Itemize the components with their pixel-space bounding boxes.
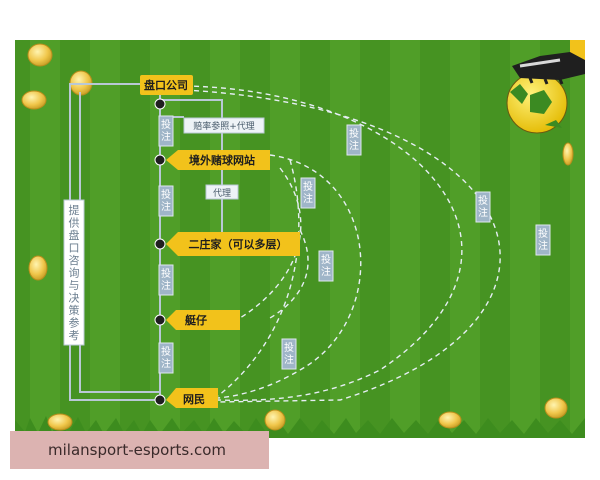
bet-tag-label: 投注 (478, 194, 488, 219)
edge-label-agent-text: 代理 (213, 188, 231, 199)
node-second-dealer: 二庄家（可以多层） (154, 232, 300, 256)
edge-label-agent: 代理 (205, 184, 239, 200)
side-label-box: 提供盘口咨询与决策参考 (63, 199, 85, 346)
node-company-label: 盘口公司 (144, 78, 188, 92)
side-label-text: 提供盘口咨询与决策参考 (69, 204, 80, 342)
bet-tag-label: 投注 (161, 118, 171, 143)
node-second-dealer-label: 二庄家（可以多层） (189, 237, 288, 251)
node-overseas: 境外赌球网站 (154, 150, 270, 170)
bet-tag-label: 投注 (303, 180, 313, 205)
bet-tag: 投注 (318, 250, 334, 282)
bet-tag: 投注 (475, 191, 491, 223)
node-overseas-label: 境外赌球网站 (189, 153, 255, 167)
bet-tag-label: 投注 (161, 188, 171, 213)
bet-tag: 投注 (158, 342, 174, 374)
football-boot-icon (512, 40, 585, 85)
bet-tag-label: 投注 (161, 267, 171, 292)
bet-tag: 投注 (158, 115, 174, 147)
soccer-ball-icon (506, 72, 568, 134)
node-netizen: 网民 (154, 388, 218, 408)
bet-tag: 投注 (281, 338, 297, 370)
watermark: milansport-esports.com (10, 431, 269, 469)
bet-tag: 投注 (158, 264, 174, 296)
edge-label-odds-text: 赔率参照+代理 (193, 120, 255, 132)
bet-tag-label: 投注 (538, 227, 548, 252)
edge-label-odds: 赔率参照+代理 (183, 117, 265, 134)
node-broker-label: 艇仔 (184, 313, 207, 327)
node-broker: 艇仔 (154, 310, 240, 330)
node-company: 盘口公司 (140, 75, 193, 110)
bet-tag-label: 投注 (284, 341, 294, 366)
bet-tag: 投注 (535, 224, 551, 256)
bet-tag-label: 投注 (161, 345, 171, 370)
bet-tag-label: 投注 (321, 253, 331, 278)
bet-tag: 投注 (300, 177, 316, 209)
bet-tag: 投注 (158, 185, 174, 217)
node-netizen-label: 网民 (183, 393, 205, 406)
bet-tag: 投注 (346, 124, 362, 156)
bet-tag-label: 投注 (349, 127, 359, 152)
